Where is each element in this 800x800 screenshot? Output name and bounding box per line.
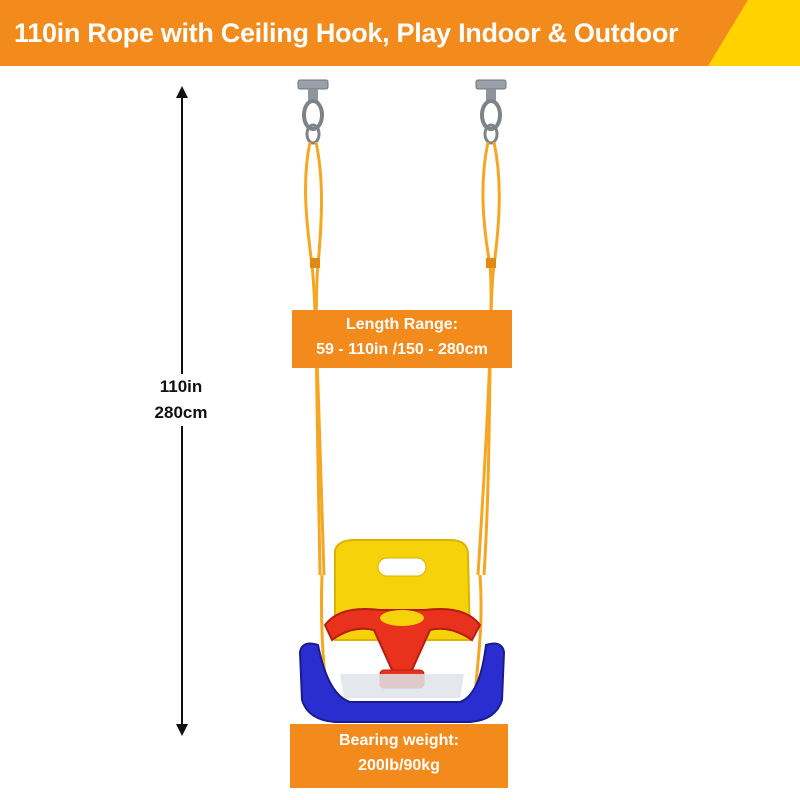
length-range-box: Length Range: 59 - 110in /150 - 280cm — [292, 310, 512, 368]
height-centimeters: 280cm — [154, 403, 208, 422]
length-range-title: Length Range: — [346, 316, 458, 333]
right-ceiling-hook-icon — [475, 79, 507, 145]
toddler-swing-seat-icon — [297, 79, 507, 723]
height-label: 110in 280cm — [136, 374, 226, 426]
bearing-weight-box: Bearing weight: 200lb/90kg — [290, 724, 508, 788]
banner-title: 110in Rope with Ceiling Hook, Play Indoo… — [14, 18, 679, 48]
bearing-weight-title: Bearing weight: — [338, 732, 459, 749]
header-banner: 110in Rope with Ceiling Hook, Play Indoo… — [0, 0, 800, 66]
length-range-value: 59 - 110in /150 - 280cm — [316, 341, 488, 358]
height-inches: 110in — [159, 377, 203, 396]
left-ceiling-hook-icon — [297, 79, 329, 145]
banner-background-icon — [0, 0, 800, 66]
bearing-weight-value: 200lb/90kg — [358, 757, 440, 774]
swing-ropes-icon — [304, 141, 501, 711]
